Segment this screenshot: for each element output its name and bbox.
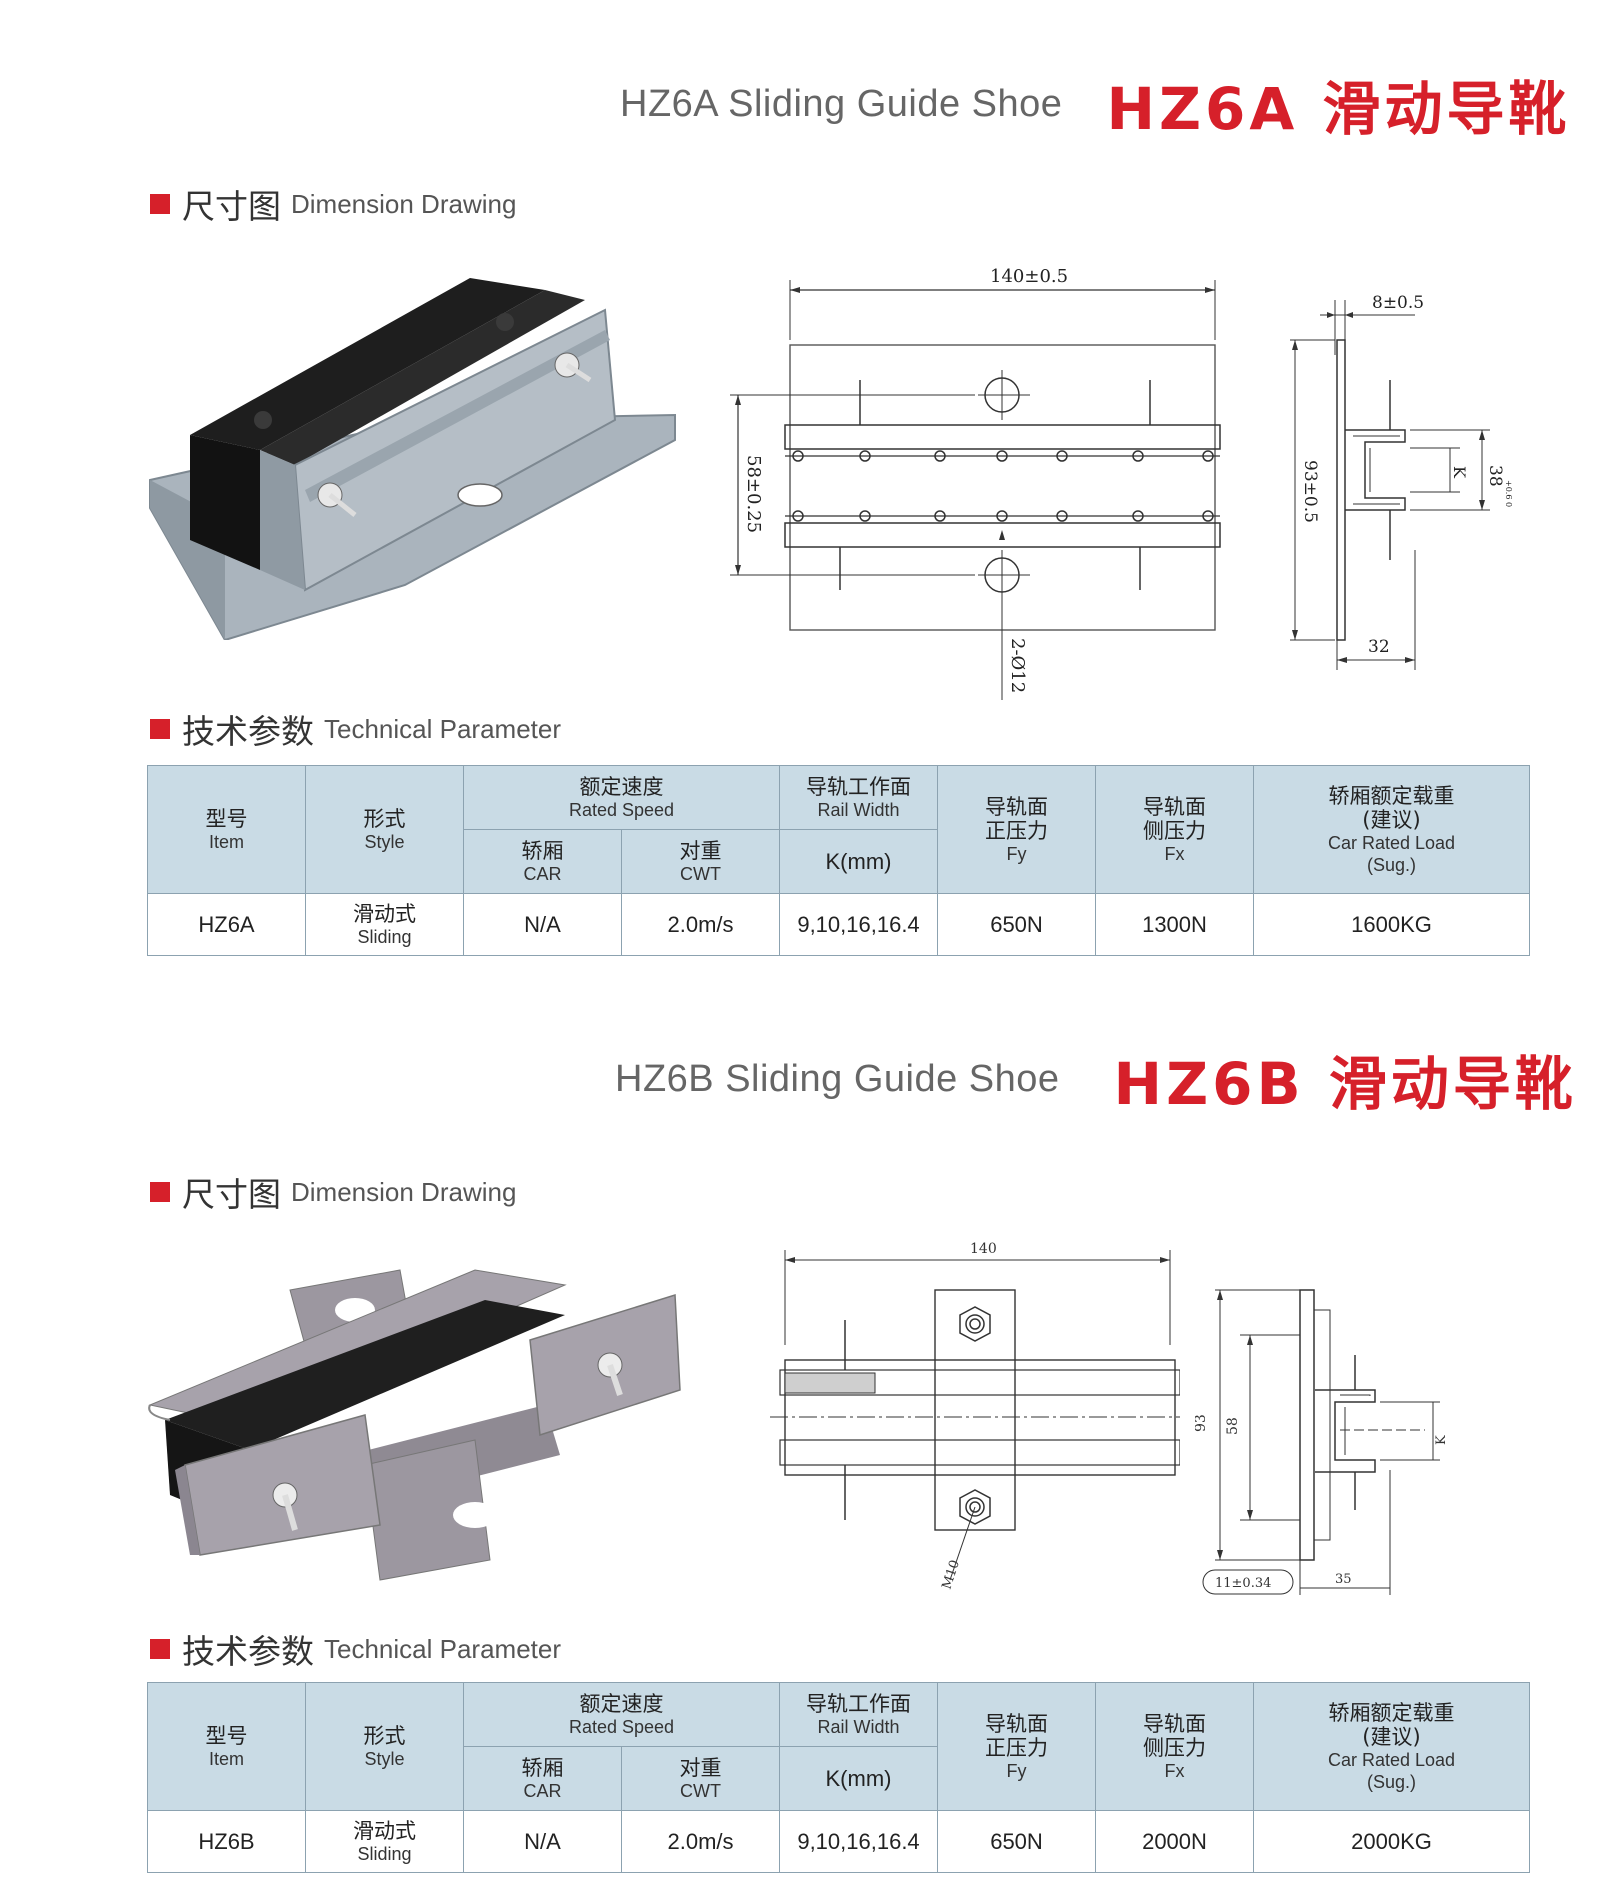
tech-heading-cn: 技术参数 bbox=[182, 712, 314, 751]
product-photo-hz6a bbox=[149, 278, 676, 640]
tech-heading-cn: 技术参数 bbox=[182, 1632, 314, 1671]
dim-heading-cn: 尺寸图 bbox=[182, 187, 281, 226]
dim-a-hole-spacing: 58±0.25 bbox=[743, 455, 764, 533]
red-square-icon bbox=[150, 1182, 170, 1202]
dim-a-depth: 32 bbox=[1368, 637, 1390, 657]
cell-car: N/A bbox=[463, 1810, 622, 1873]
section-a-dim-heading: 尺寸图 Dimension Drawing bbox=[150, 180, 516, 228]
dim-heading-en: Dimension Drawing bbox=[291, 1176, 517, 1207]
dim-a-slot: 38 bbox=[1485, 465, 1505, 487]
section-b-tech-heading: 技术参数 Technical Parameter bbox=[150, 1625, 561, 1673]
dimension-drawing-hz6a-side: 8±0.5 93±0.5 38 +0.6 0 K 32 bbox=[1290, 293, 1513, 670]
cell-fy: 650N bbox=[937, 893, 1096, 956]
tech-heading-en: Technical Parameter bbox=[324, 1633, 561, 1664]
red-square-icon bbox=[150, 1639, 170, 1659]
dimension-drawing-hz6b-side: 93 58 K 11±0.34 35 bbox=[1195, 1289, 1449, 1595]
section-b-title-en: HZ6B Sliding Guide Shoe bbox=[615, 1057, 1060, 1100]
header-car-rated-load: 轿厢额定载重(建议)Car Rated Load(Sug.) bbox=[1253, 1682, 1530, 1811]
dim-b-height: 93 bbox=[1195, 1414, 1209, 1432]
tech-heading-en: Technical Parameter bbox=[324, 713, 561, 744]
dim-b-length: 140 bbox=[970, 1241, 997, 1257]
cell-fx: 2000N bbox=[1095, 1810, 1254, 1873]
section-b-title-cn: HZ6B 滑动导靴 bbox=[1113, 1050, 1577, 1118]
header-k: K(mm) bbox=[779, 829, 938, 894]
cell-item: HZ6B bbox=[147, 1810, 306, 1873]
red-square-icon bbox=[150, 194, 170, 214]
cell-car: N/A bbox=[463, 893, 622, 956]
cell-item: HZ6A bbox=[147, 893, 306, 956]
dim-a-k: K bbox=[1450, 466, 1469, 479]
dimension-drawing-hz6b-front: 140 M10 bbox=[770, 1241, 1180, 1591]
section-b-title: HZ6B Sliding Guide Shoe HZ6B 滑动导靴 bbox=[615, 1037, 1577, 1121]
dim-a-height: 93±0.5 bbox=[1300, 460, 1320, 523]
cell-load: 1600KG bbox=[1253, 893, 1530, 956]
cell-k: 9,10,16,16.4 bbox=[779, 1810, 938, 1873]
cell-k: 9,10,16,16.4 bbox=[779, 893, 938, 956]
dim-b-hole-spacing: 58 bbox=[1225, 1417, 1241, 1435]
dim-b-bolt: M10 bbox=[940, 1558, 963, 1591]
dim-b-k: K bbox=[1434, 1435, 1449, 1445]
cell-load: 2000KG bbox=[1253, 1810, 1530, 1873]
dim-b-thickness: 11±0.34 bbox=[1215, 1576, 1271, 1591]
dimension-drawing-hz6a-front: 140±0.5 58±0.25 2-Ø12 bbox=[730, 266, 1221, 700]
section-a-title: HZ6A Sliding Guide Shoe HZ6A 滑动导靴 bbox=[620, 62, 1570, 146]
dim-a-length: 140±0.5 bbox=[990, 266, 1068, 287]
cell-fy: 650N bbox=[937, 1810, 1096, 1873]
cell-cwt: 2.0m/s bbox=[621, 893, 780, 956]
section-a-tech-heading: 技术参数 Technical Parameter bbox=[150, 705, 561, 753]
dim-a-holes: 2-Ø12 bbox=[1007, 638, 1028, 693]
cell-cwt: 2.0m/s bbox=[621, 1810, 780, 1873]
header-k: K(mm) bbox=[779, 1746, 938, 1811]
product-photo-hz6b bbox=[148, 1269, 681, 1581]
section-b-dim-heading: 尺寸图 Dimension Drawing bbox=[150, 1168, 516, 1216]
section-a-title-cn: HZ6A 滑动导靴 bbox=[1106, 75, 1571, 143]
header-car-rated-load: 轿厢额定载重(建议)Car Rated Load(Sug.) bbox=[1253, 765, 1530, 894]
section-a-title-en: HZ6A Sliding Guide Shoe bbox=[620, 82, 1063, 125]
cell-fx: 1300N bbox=[1095, 893, 1254, 956]
red-square-icon bbox=[150, 719, 170, 739]
dim-a-slot-tol: +0.6 0 bbox=[1504, 480, 1513, 507]
dim-a-thickness: 8±0.5 bbox=[1372, 293, 1424, 313]
dim-heading-cn: 尺寸图 bbox=[182, 1175, 281, 1214]
dim-heading-en: Dimension Drawing bbox=[291, 188, 517, 219]
dim-b-depth: 35 bbox=[1335, 1572, 1352, 1587]
